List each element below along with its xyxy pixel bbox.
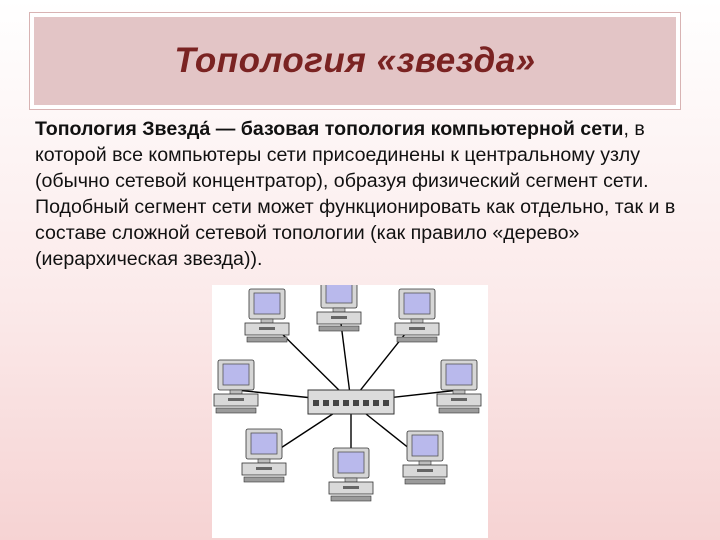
- computer-icon: [241, 428, 287, 483]
- term-topology-star: Топология Звезда́: [35, 118, 211, 140]
- body-rest: , в которой все компьютеры сети присоеди…: [35, 118, 676, 270]
- bold-phrase-computer-network: компьютерной сети: [430, 118, 624, 140]
- star-topology-diagram: [212, 285, 488, 538]
- computer-icon: [328, 447, 374, 502]
- computer-icon: [402, 430, 448, 485]
- star-diagram-svg: [213, 285, 482, 502]
- body-paragraph: Топология Звезда́ — базовая топология ко…: [35, 116, 685, 272]
- computer-icon: [244, 288, 290, 343]
- computer-icon: [394, 288, 440, 343]
- title-box: Топология «звезда»: [30, 13, 680, 109]
- dash: —: [210, 118, 241, 140]
- computer-icon: [316, 285, 362, 332]
- lead-plain: базовая топология: [240, 118, 431, 140]
- computer-icon: [213, 359, 259, 414]
- network-hub: [307, 389, 395, 415]
- slide-title: Топология «звезда»: [174, 41, 536, 80]
- computer-icon: [436, 359, 482, 414]
